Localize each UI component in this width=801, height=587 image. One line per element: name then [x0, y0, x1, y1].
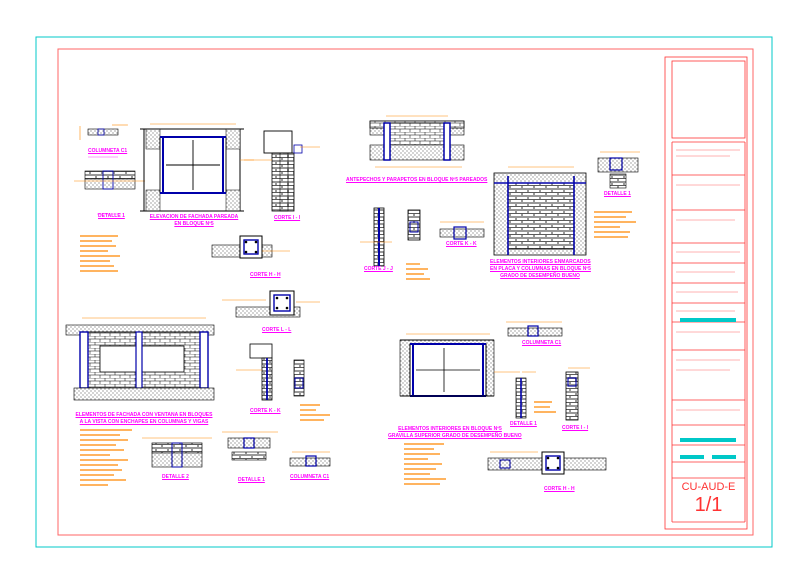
detalle-1-d-section — [515, 371, 536, 419]
label-elementos-interiores-b-line1: ELEMENTOS INTERIORES EN BLOQUE Nº5 — [398, 426, 502, 432]
outer-border — [35, 36, 773, 548]
label-corte-i-i: CORTE I - I — [274, 215, 301, 221]
corte-l-l-section — [222, 290, 320, 318]
label-elementos-interiores-a-line1: ELEMENTOS INTERIORES ENMARCADOS — [490, 259, 591, 265]
notes-block-k — [300, 404, 330, 421]
label-elementos-interiores-b-line2: GRAVILLA SUPERIOR GRADO DE DESEMPEÑO BUE… — [388, 433, 522, 439]
label-elevacion-fachada-line2: EN BLOQUE Nº5 — [174, 221, 214, 227]
columneta-c1-c-section — [506, 321, 563, 337]
label-corte-i-i-b: CORTE I - I — [562, 425, 589, 431]
label-detalle-2: DETALLE 2 — [162, 474, 189, 480]
columneta-c1-b-section — [289, 451, 331, 467]
detalle-1-b-plan — [74, 170, 145, 190]
sheet-page-number: 1/1 — [694, 494, 723, 516]
detalle-1-a — [79, 124, 128, 140]
label-columneta-c1-c: COLUMNETA C1 — [522, 340, 562, 346]
label-elementos-interiores-a-line2: EN PLACA Y COLUMNAS EN BLOQUE Nº5 — [490, 266, 591, 272]
fachada-ventana — [65, 317, 215, 401]
title-block-fills — [680, 318, 736, 459]
label-elevacion-fachada-line1: ELEVACION DE FACHADA PAREADA — [149, 214, 239, 220]
label-fachada-ventana-line1: ELEMENTOS DE FACHADA CON VENTANA EN BLOQ… — [75, 412, 213, 418]
label-corte-l-l: CORTE L - L — [262, 327, 292, 333]
label-detalle-1-b: DETALLE 1 — [604, 191, 631, 197]
detalle-1-c-section — [222, 431, 278, 461]
corte-i-i-section — [244, 130, 320, 212]
elementos-interiores-bloque — [399, 333, 520, 397]
label-detalle-1-a: DETALLE 1 — [98, 213, 125, 219]
label-columneta-c1-b: COLUMNETA C1 — [290, 474, 330, 480]
corte-h-h-b-section — [487, 451, 607, 475]
corte-j-j-section — [360, 207, 421, 267]
notes-block-c — [80, 429, 132, 486]
detalle-1-b-section — [597, 151, 640, 189]
corte-k-k-a-section — [439, 221, 485, 240]
corte-k-k-b-section — [236, 343, 305, 401]
label-corte-k-k-a: CORTE K - K — [446, 241, 477, 247]
notes-block-j — [406, 263, 430, 280]
antepechos-parapetos — [369, 115, 465, 168]
label-elementos-interiores-a-line3: GRADO DE DESEMPEÑO BUENO — [500, 273, 580, 279]
label-corte-k-k-b: CORTE K - K — [250, 408, 281, 414]
label-corte-h-h-b: CORTE H - H — [544, 486, 575, 492]
elementos-interiores-enmarcados — [493, 166, 587, 256]
label-corte-j-j: CORTE J - J — [364, 266, 393, 272]
sheet-code: CU-AUD-E — [681, 481, 736, 493]
label-detalle-1-d: DETALLE 1 — [510, 421, 537, 427]
label-antepechos: ANTEPECHOS Y PARAPETOS EN BLOQUE Nº5 PAR… — [346, 177, 488, 183]
notes-block-d — [404, 443, 446, 485]
corte-i-i-b-section — [565, 367, 590, 421]
title-block-text-lines — [676, 149, 740, 411]
detalle-2-section — [142, 437, 212, 468]
label-detalle-1-c: DETALLE 1 — [238, 477, 265, 483]
notes-block-b — [594, 211, 636, 238]
label-fachada-ventana-line2: A LA VISTA CON ENCHAPES EN COLUMNAS Y VI… — [79, 419, 209, 425]
label-columneta-c1-a: COLUMNETA C1 — [88, 148, 128, 154]
title-underlines — [88, 156, 121, 215]
fachada-pareada — [140, 123, 254, 212]
notes-block-a — [80, 235, 120, 272]
corte-h-h-a-section — [211, 235, 290, 259]
drawing-frame — [57, 48, 754, 536]
label-corte-h-h-a: CORTE H - H — [250, 272, 281, 278]
notes-block-e — [534, 401, 556, 413]
